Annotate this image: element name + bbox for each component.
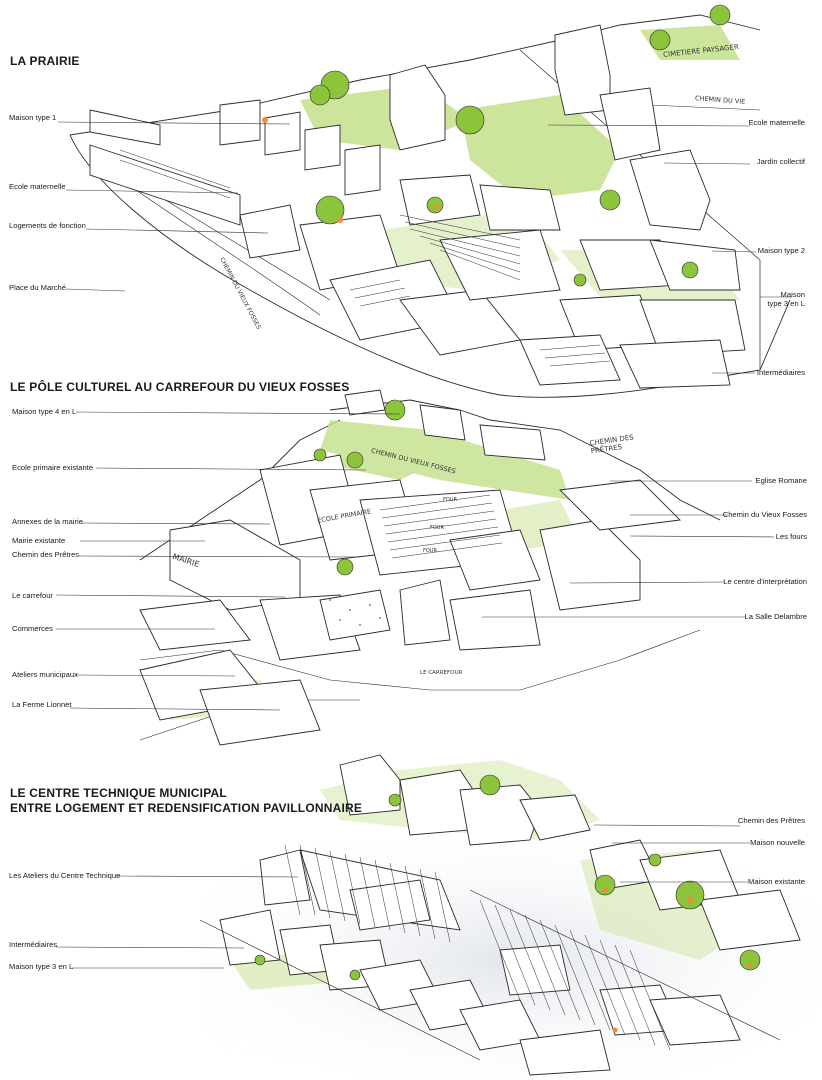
pole-culturel-sketch [139, 389, 721, 746]
label-ecole-maternelle-right: Ecole maternelle [748, 118, 805, 127]
label-le-carrefour: Le carrefour [12, 591, 53, 600]
label-annexes-de-la-mairie: Annexes de la mairie [12, 517, 83, 526]
label-maison-type-3-line-1: Maison [780, 290, 805, 299]
section-title-centre-technique-line-2: ENTRE LOGEMENT ET REDENSIFICATION PAVILL… [10, 801, 363, 815]
label-jardin-collectif: Jardin collectif [756, 157, 805, 166]
sketch-text-four-2: FOUR [430, 525, 444, 531]
section-title-pole-culturel: LE PÔLE CULTUREL AU CARREFOUR DU VIEUX F… [10, 380, 350, 394]
label-maison-type-4-en-l: Maison type 4 en L [12, 407, 77, 416]
prairie-sketch [69, 4, 791, 398]
label-maison-existante: Maison existante [748, 877, 805, 886]
label-maison-type-1: Maison type 1 [9, 113, 57, 122]
label-commerces: Commerces [12, 624, 53, 633]
section-title-centre-technique-line-1: LE CENTRE TECHNIQUE MUNICIPAL [10, 786, 227, 800]
leader-lines [55, 121, 792, 969]
label-les-fours: Les fours [775, 532, 807, 541]
label-ecole-maternelle-left: Ecole maternelle [9, 182, 66, 191]
label-mairie-existante: Mairie existante [12, 536, 66, 545]
label-ecole-primaire-existante: Ecole primaire existante [12, 463, 94, 472]
section-title-prairie: LA PRAIRIE [10, 54, 80, 68]
centre-technique-sketch [199, 754, 820, 1080]
label-logements-de-fonction: Logements de fonction [9, 221, 86, 230]
sketch-text-four-3: FOUR [423, 548, 437, 554]
sketch-text-four-1: FOUR [443, 497, 457, 503]
label-intermediaires-centre: Intermédiaires [9, 940, 58, 949]
label-maison-type-2: Maison type 2 [757, 246, 805, 255]
label-ateliers-centre-technique: Les Ateliers du Centre Technique [9, 871, 121, 880]
label-ateliers-municipaux: Ateliers municipaux [12, 670, 78, 679]
label-centre-interpretation: Le centre d'interprétation [723, 577, 807, 586]
label-chemin-des-pretres-centre: Chemin des Prêtres [737, 816, 805, 825]
sketch-text-le-carrefour: LE CARREFOUR [420, 670, 463, 676]
label-la-ferme-lionnet: La Ferme Lionnet [12, 700, 72, 709]
label-maison-type-3-en-l: Maison type 3 en L [9, 962, 74, 971]
label-place-du-marche: Place du Marché [9, 283, 66, 292]
label-chemin-du-vieux-fosses: Chemin du Vieux Fosses [722, 510, 807, 519]
label-intermediaires-prairie: Intermédiaires [756, 368, 805, 377]
label-maison-nouvelle: Maison nouvelle [750, 838, 805, 847]
label-la-salle-delambre: La Salle Delambre [744, 612, 807, 621]
label-maison-type-3-line-2: type 3 en L [767, 299, 805, 308]
label-eglise-romane: Eglise Romane [755, 476, 808, 485]
label-chemin-des-pretres-pole: Chemin des Prêtres [12, 550, 80, 559]
